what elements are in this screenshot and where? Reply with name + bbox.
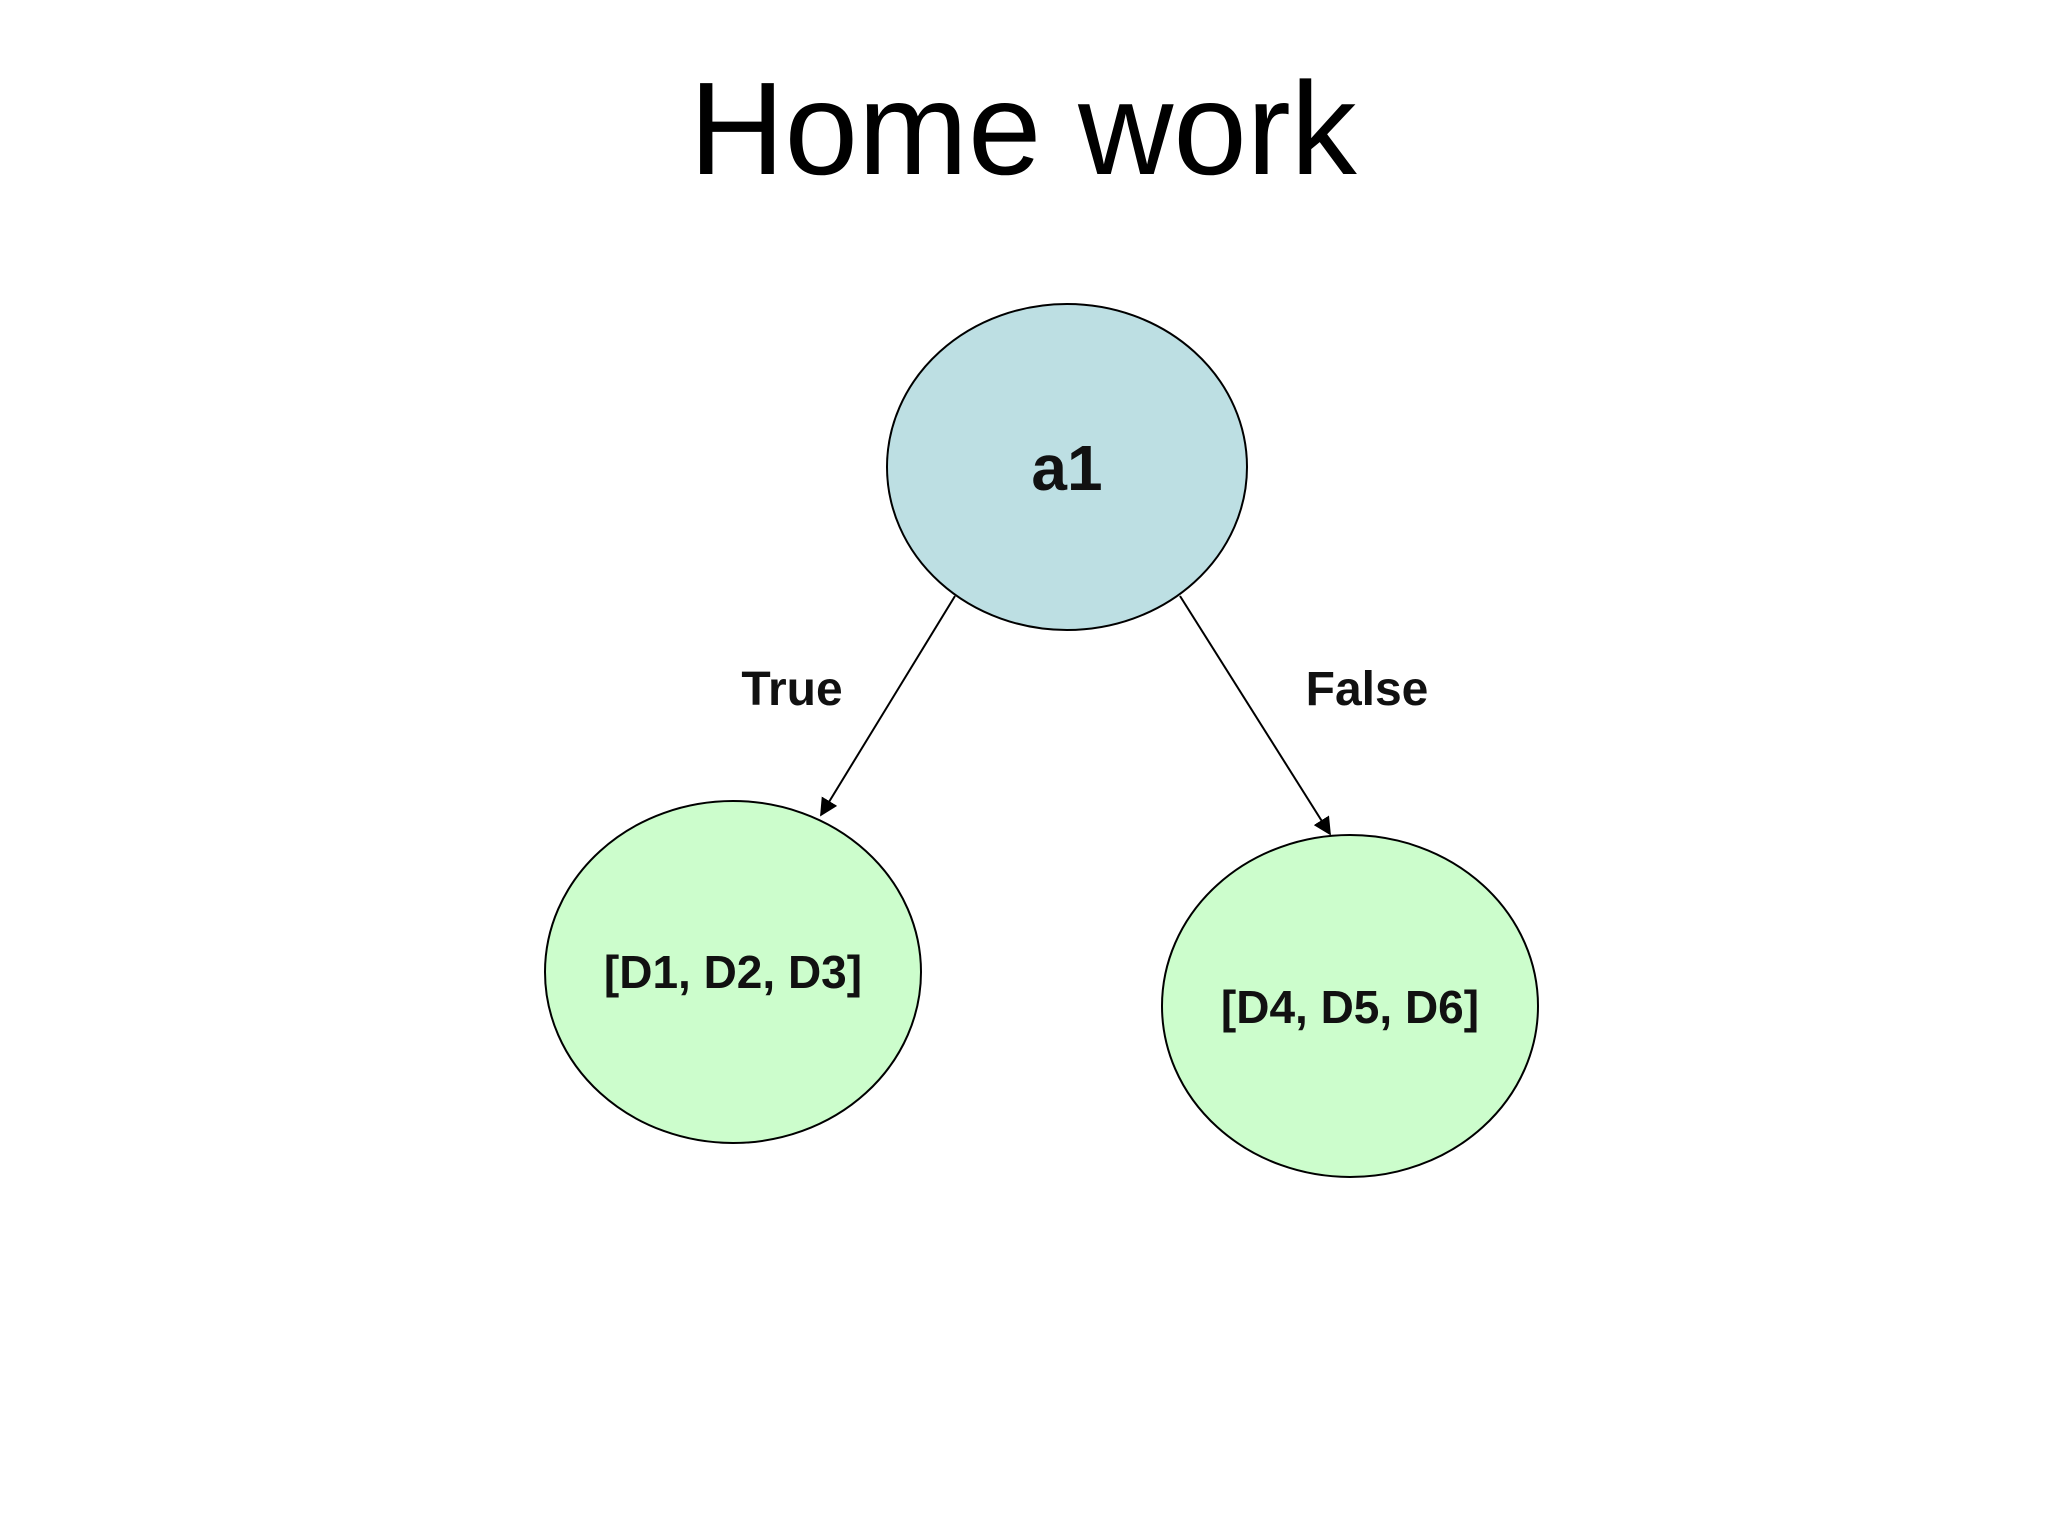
leaf-node-false-label: [D4, D5, D6] bbox=[1221, 981, 1479, 1033]
leaf-node-false bbox=[1161, 834, 1539, 1178]
leaf-node-true-label: [D1, D2, D3] bbox=[604, 946, 862, 998]
root-node-label: a1 bbox=[1031, 432, 1102, 504]
leaf-node-true bbox=[544, 800, 922, 1144]
edge-false-arrow bbox=[1179, 595, 1331, 836]
edge-label-true: True bbox=[741, 663, 842, 716]
root-node bbox=[886, 303, 1248, 631]
slide-title: Home work bbox=[689, 55, 1357, 202]
edge-true-arrow bbox=[820, 595, 956, 817]
edge-label-false: False bbox=[1306, 663, 1429, 716]
